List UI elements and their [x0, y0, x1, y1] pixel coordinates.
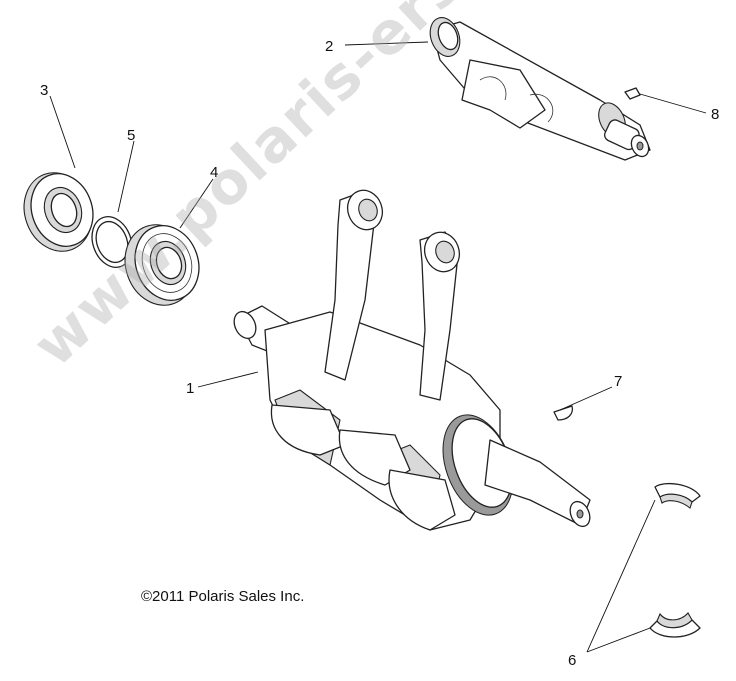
callout-3: 3: [40, 82, 48, 99]
part-3-oil-seal[interactable]: [13, 163, 103, 261]
callout-8: 8: [711, 106, 719, 123]
part-6-bearing-shells[interactable]: [649, 482, 701, 638]
callout-1: 1: [186, 380, 194, 397]
part-7-woodruff-key[interactable]: [553, 405, 574, 421]
part-4-bearing[interactable]: [114, 215, 209, 315]
part-5-o-ring[interactable]: [85, 211, 138, 273]
callout-6: 6: [568, 652, 576, 669]
leader-lines: [49, 41, 707, 653]
part-8-key[interactable]: [624, 87, 641, 100]
callout-7: 7: [614, 373, 622, 390]
callout-2: 2: [325, 38, 333, 55]
copyright-notice: ©2011 Polaris Sales Inc.: [141, 588, 305, 605]
part-2-balance-shaft[interactable]: [425, 13, 652, 161]
callout-4: 4: [210, 164, 218, 181]
part-1-crankshaft[interactable]: [230, 185, 594, 531]
callout-5: 5: [127, 127, 135, 144]
